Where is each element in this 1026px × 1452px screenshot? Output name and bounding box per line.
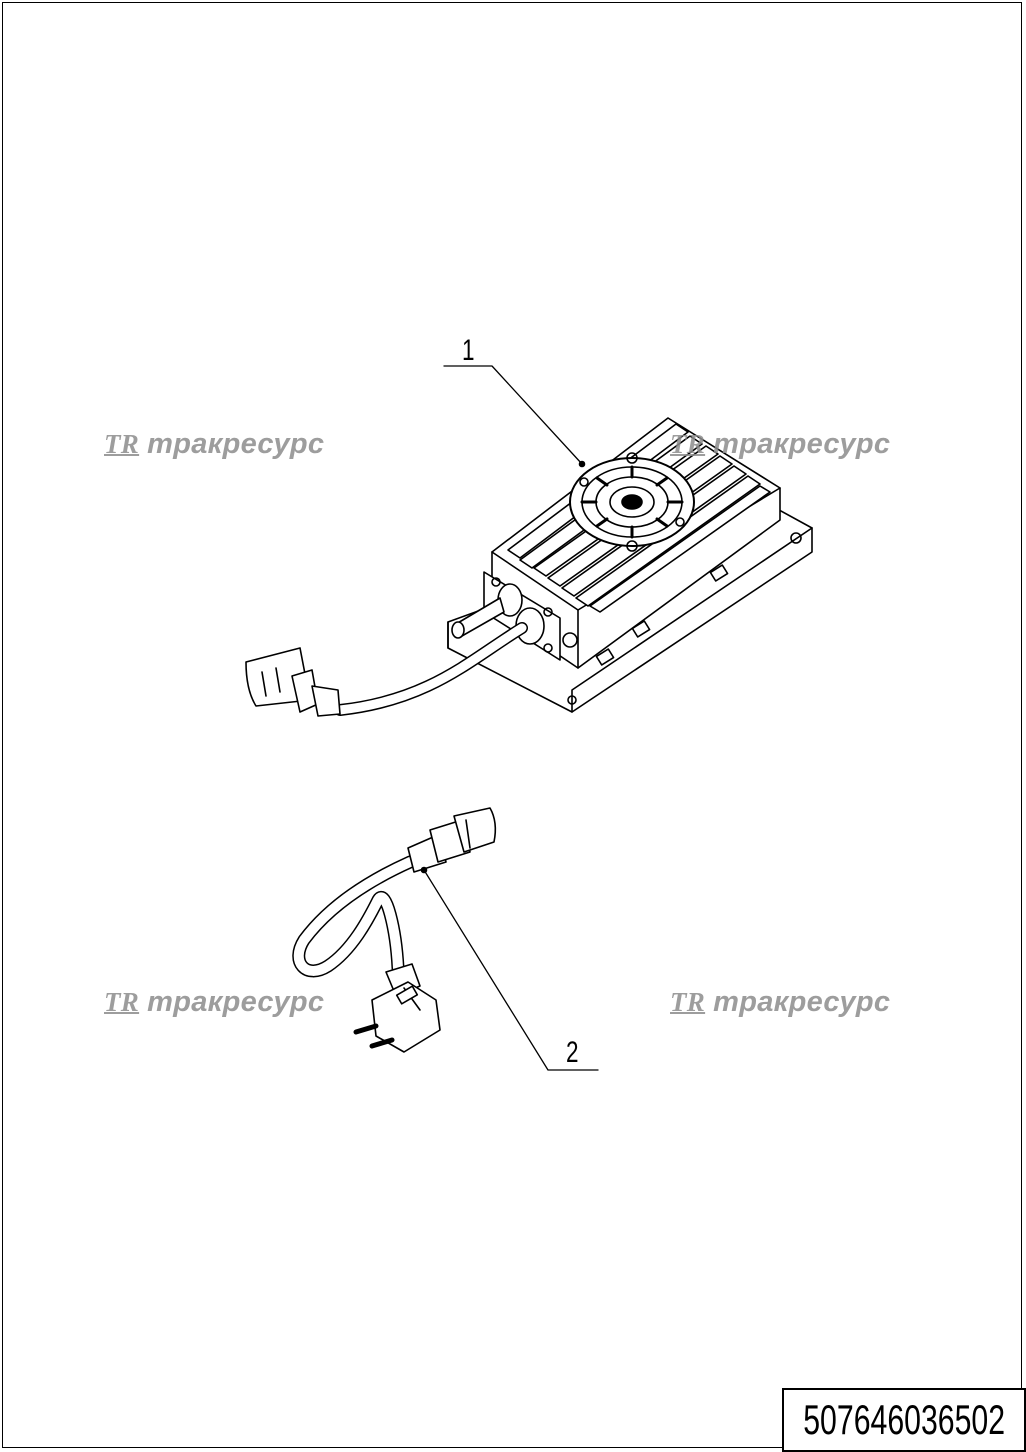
watermark-text: тракресурс	[147, 428, 325, 460]
watermark-text: тракресурс	[713, 986, 891, 1018]
callout-2: 2	[566, 1036, 579, 1069]
watermark-logo: TR	[670, 429, 706, 459]
watermark-logo: TR	[104, 987, 140, 1017]
watermark-text: тракресурс	[713, 428, 891, 460]
watermark-logo: TR	[670, 987, 706, 1017]
watermark-logo: TR	[104, 429, 140, 459]
drawing-code: 507646036502	[803, 1396, 1005, 1443]
watermark: TR тракресурс	[104, 986, 324, 1019]
drawing-code-box: 507646036502	[782, 1388, 1026, 1452]
watermark: TR тракресурс	[104, 428, 324, 461]
charger-unit	[245, 365, 813, 717]
watermark: TR тракресурс	[670, 986, 890, 1019]
watermark-text: тракресурс	[147, 986, 325, 1018]
power-cable	[292, 807, 599, 1071]
watermark: TR тракресурс	[670, 428, 890, 461]
callout-1: 1	[462, 334, 475, 367]
